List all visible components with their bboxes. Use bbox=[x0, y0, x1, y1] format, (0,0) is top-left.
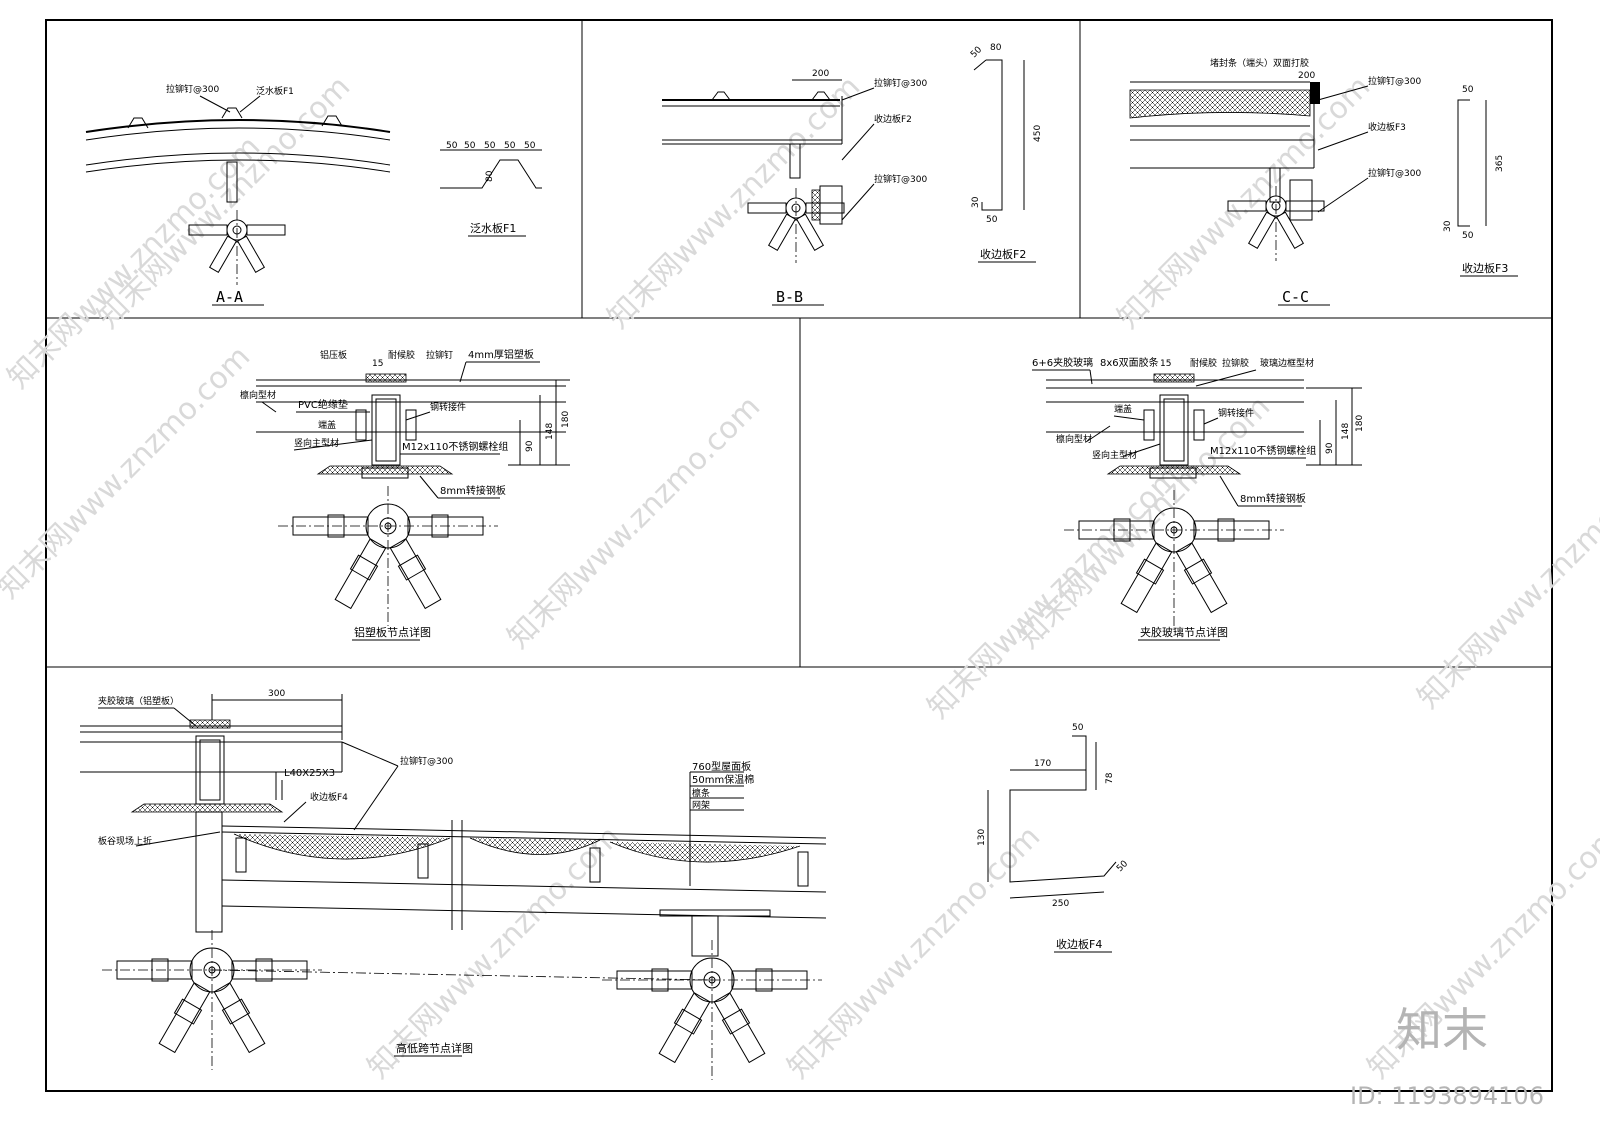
svg-text:50: 50 bbox=[1462, 231, 1474, 241]
svg-text:200: 200 bbox=[1298, 71, 1315, 81]
svg-text:15: 15 bbox=[372, 359, 383, 369]
svg-text:拉铆胶: 拉铆胶 bbox=[1222, 357, 1249, 369]
svg-text:收边板F2: 收边板F2 bbox=[874, 113, 912, 125]
section-cc: 堵封条（端头）双面打胶 200 拉铆钉@300 收边板F3 拉铆钉@300 C-… bbox=[1129, 57, 1518, 306]
svg-text:泛水板F1: 泛水板F1 bbox=[256, 85, 294, 97]
svg-text:M12x110不锈钢螺栓组: M12x110不锈钢螺栓组 bbox=[402, 440, 508, 453]
section-aa: 拉铆钉@300 泛水板F1 A-A 50 50 50 50 50 80 泛水板F… bbox=[85, 83, 542, 306]
svg-text:板谷现场上折: 板谷现场上折 bbox=[98, 835, 152, 847]
svg-text:78: 78 bbox=[1105, 772, 1115, 784]
svg-text:130: 130 bbox=[977, 829, 987, 846]
svg-text:收边板F3: 收边板F3 bbox=[1368, 121, 1406, 133]
svg-text:知末网www.znzmo.com: 知末网www.znzmo.com bbox=[501, 389, 767, 655]
svg-text:50: 50 bbox=[464, 141, 476, 151]
svg-text:760型屋面板: 760型屋面板 bbox=[692, 760, 751, 773]
svg-text:80: 80 bbox=[485, 170, 495, 182]
svg-text:6+6夹胶玻璃: 6+6夹胶玻璃 bbox=[1032, 356, 1093, 369]
svg-text:50mm保温棉: 50mm保温棉 bbox=[692, 773, 754, 786]
svg-text:450: 450 bbox=[1033, 125, 1043, 142]
svg-text:收边板F3: 收边板F3 bbox=[1462, 261, 1508, 275]
watermark-logo: 知末 bbox=[1396, 1003, 1488, 1057]
svg-text:30: 30 bbox=[971, 196, 981, 208]
svg-text:铝压板: 铝压板 bbox=[320, 349, 347, 361]
svg-text:拉铆钉@300: 拉铆钉@300 bbox=[166, 83, 219, 95]
svg-text:L40X25X3: L40X25X3 bbox=[284, 768, 335, 779]
svg-text:拉铆钉@300: 拉铆钉@300 bbox=[1368, 75, 1421, 87]
svg-text:玻璃边框型材: 玻璃边框型材 bbox=[1260, 357, 1314, 369]
svg-text:知末网www.znzmo.com: 知末网www.znzmo.com bbox=[1411, 449, 1600, 715]
watermark-id: ID: 1193894106 bbox=[1350, 1082, 1544, 1110]
svg-text:拉铆钉@300: 拉铆钉@300 bbox=[874, 173, 927, 185]
svg-text:80: 80 bbox=[990, 43, 1002, 53]
hl-node: 300 夹胶玻璃（铝塑板） L40X25X3 拉铆钉@300 收边板F4 板谷现… bbox=[80, 689, 827, 1081]
svg-text:B-B: B-B bbox=[776, 288, 803, 306]
svg-text:30: 30 bbox=[1443, 220, 1453, 232]
svg-text:50: 50 bbox=[969, 45, 984, 60]
svg-text:耐候胶: 耐候胶 bbox=[388, 349, 415, 361]
svg-text:8x6双面胶条: 8x6双面胶条 bbox=[1100, 356, 1159, 369]
svg-text:拉铆钉@300: 拉铆钉@300 bbox=[400, 755, 453, 767]
svg-text:钢转接件: 钢转接件 bbox=[430, 401, 466, 413]
svg-text:170: 170 bbox=[1034, 759, 1051, 769]
f4-profile: 50 78 170 130 50 250 收边板F4 bbox=[977, 723, 1130, 953]
svg-text:148: 148 bbox=[545, 423, 555, 440]
svg-text:90: 90 bbox=[1325, 442, 1335, 454]
svg-text:知末网www.znzmo.com: 知末网www.znzmo.com bbox=[781, 819, 1047, 1085]
svg-text:50: 50 bbox=[504, 141, 516, 151]
svg-text:铝塑板节点详图: 铝塑板节点详图 bbox=[354, 625, 431, 639]
svg-text:拉铆钉@300: 拉铆钉@300 bbox=[874, 77, 927, 89]
svg-text:50: 50 bbox=[524, 141, 536, 151]
svg-text:堵封条（端头）双面打胶: 堵封条（端头）双面打胶 bbox=[1210, 57, 1309, 69]
svg-text:夹胶玻璃节点详图: 夹胶玻璃节点详图 bbox=[1140, 625, 1228, 639]
svg-text:钢转接件: 钢转接件 bbox=[1218, 407, 1254, 419]
svg-text:网架: 网架 bbox=[692, 800, 710, 811]
svg-text:4mm厚铝塑板: 4mm厚铝塑板 bbox=[468, 348, 534, 361]
svg-text:365: 365 bbox=[1495, 155, 1505, 172]
svg-text:300: 300 bbox=[268, 689, 285, 699]
svg-text:50: 50 bbox=[484, 141, 496, 151]
svg-text:C-C: C-C bbox=[1282, 288, 1309, 306]
svg-text:8mm转接钢板: 8mm转接钢板 bbox=[1240, 492, 1306, 505]
svg-text:檩向型材: 檩向型材 bbox=[1056, 433, 1092, 445]
svg-text:180: 180 bbox=[1355, 415, 1365, 432]
svg-text:高低跨节点详图: 高低跨节点详图 bbox=[396, 1041, 473, 1055]
svg-text:收边板F4: 收边板F4 bbox=[310, 791, 348, 803]
glass-node: 180 148 90 15 6+6夹胶玻璃 8x6双面胶条 耐候胶 拉铆胶 玻璃… bbox=[1032, 356, 1365, 641]
svg-text:50: 50 bbox=[1072, 723, 1084, 733]
svg-text:PVC绝缘垫: PVC绝缘垫 bbox=[298, 398, 348, 411]
svg-text:90: 90 bbox=[525, 440, 535, 452]
alum-node: 180 148 90 15 铝压板 耐候胶 拉铆钉 4mm厚铝塑板 檩向型材 P… bbox=[240, 348, 571, 641]
svg-text:檩向型材: 檩向型材 bbox=[240, 389, 276, 401]
svg-text:8mm转接钢板: 8mm转接钢板 bbox=[440, 484, 506, 497]
svg-text:泛水板F1: 泛水板F1 bbox=[470, 221, 516, 235]
svg-text:180: 180 bbox=[561, 411, 571, 428]
svg-text:竖向主型材: 竖向主型材 bbox=[1092, 449, 1137, 461]
svg-text:A-A: A-A bbox=[216, 288, 243, 306]
svg-text:拉铆钉: 拉铆钉 bbox=[426, 349, 453, 361]
svg-text:250: 250 bbox=[1052, 899, 1069, 909]
svg-text:端盖: 端盖 bbox=[318, 419, 336, 431]
svg-text:50: 50 bbox=[1115, 859, 1130, 874]
svg-text:夹胶玻璃（铝塑板）: 夹胶玻璃（铝塑板） bbox=[98, 695, 179, 707]
svg-text:檩条: 檩条 bbox=[692, 787, 710, 799]
svg-text:收边板F2: 收边板F2 bbox=[980, 247, 1026, 261]
svg-text:耐候胶: 耐候胶 bbox=[1190, 357, 1217, 369]
section-bb: 200 拉铆钉@300 收边板F2 拉铆钉@300 B-B 80 50 450 … bbox=[662, 43, 1043, 306]
svg-text:收边板F4: 收边板F4 bbox=[1056, 937, 1102, 951]
svg-text:50: 50 bbox=[1462, 85, 1474, 95]
svg-text:50: 50 bbox=[446, 141, 458, 151]
svg-text:拉铆钉@300: 拉铆钉@300 bbox=[1368, 167, 1421, 179]
svg-text:15: 15 bbox=[1160, 359, 1171, 369]
svg-text:148: 148 bbox=[1341, 423, 1351, 440]
svg-text:端盖: 端盖 bbox=[1114, 403, 1132, 415]
svg-text:50: 50 bbox=[986, 215, 998, 225]
svg-text:M12x110不锈钢螺栓组: M12x110不锈钢螺栓组 bbox=[1210, 444, 1316, 457]
sheet-border bbox=[45, 19, 1553, 1092]
svg-text:200: 200 bbox=[812, 69, 829, 79]
